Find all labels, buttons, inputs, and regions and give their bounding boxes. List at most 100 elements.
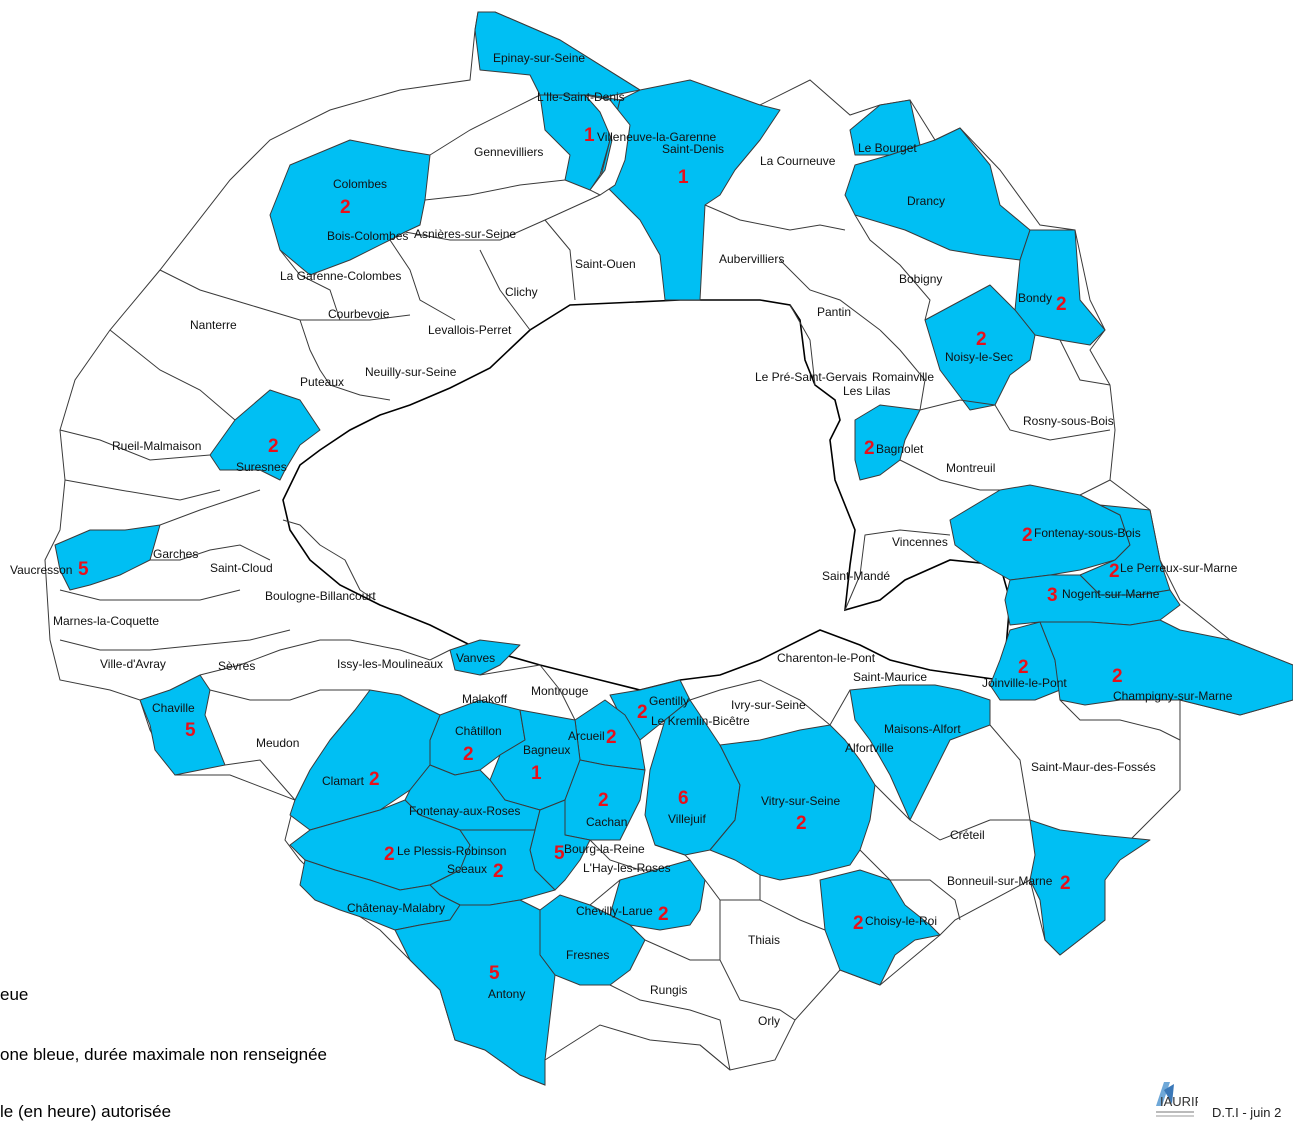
legend-line-zone-bleue: eue (0, 985, 29, 1004)
label-villejuif: Villejuif (668, 812, 706, 826)
duration-vaucresson: 5 (78, 559, 89, 580)
label-pantin: Pantin (817, 305, 851, 319)
label-bonneuil: Bonneuil-sur-Marne (947, 874, 1053, 888)
label-st-mande: Saint-Mandé (822, 569, 890, 583)
commune-labels: Epinay-sur-Seine L'Ile-Saint-Denis Ville… (10, 51, 1238, 1028)
label-le-bourget: Le Bourget (858, 141, 917, 155)
label-suresnes: Suresnes (236, 460, 287, 474)
label-epinay: Epinay-sur-Seine (493, 51, 585, 65)
duration-perreux: 2 (1109, 561, 1120, 582)
label-vaucresson: Vaucresson (10, 563, 72, 577)
label-issy: Issy-les-Moulineaux (337, 657, 443, 671)
label-rungis: Rungis (650, 983, 687, 997)
label-bois-colombes: Bois-Colombes (327, 229, 408, 243)
label-aubervilliers: Aubervilliers (719, 252, 784, 266)
label-marnes: Marnes-la-Coquette (53, 614, 159, 628)
duration-arcueil: 2 (606, 727, 617, 748)
duration-champigny: 2 (1112, 666, 1123, 687)
label-st-cloud: Saint-Cloud (210, 561, 273, 575)
label-st-maur: Saint-Maur-des-Fossés (1031, 760, 1156, 774)
label-vanves: Vanves (456, 651, 495, 665)
label-levallois: Levallois-Perret (428, 323, 512, 337)
duration-fontenay-bois: 2 (1022, 525, 1033, 546)
label-drancy: Drancy (907, 194, 945, 208)
label-fresnes: Fresnes (566, 948, 609, 962)
label-bobigny: Bobigny (899, 272, 942, 286)
duration-bagnolet: 2 (864, 438, 875, 459)
label-gentilly: Gentilly (649, 694, 689, 708)
duration-joinville: 2 (1018, 657, 1029, 678)
duration-noisy: 2 (976, 329, 987, 350)
label-nanterre: Nanterre (190, 318, 237, 332)
label-antony: Antony (488, 987, 525, 1001)
label-chatillon: Châtillon (455, 724, 502, 738)
label-bagnolet: Bagnolet (876, 442, 924, 456)
duration-cachan: 2 (598, 790, 609, 811)
duration-nogent: 3 (1047, 585, 1058, 606)
legend-line-non-renseignee: one bleue, durée maximale non renseignée (0, 1045, 328, 1064)
duration-numbers: 1 1 2 2 2 2 2 2 2 5 3 2 2 5 2 2 2 1 2 2 … (78, 125, 1123, 984)
commune-boundaries (59, 94, 1181, 1071)
logo-text: IAURIF (1160, 1094, 1198, 1109)
label-sceaux: Sceaux (447, 862, 487, 876)
label-neuilly: Neuilly-sur-Seine (365, 365, 457, 379)
duration-bondy: 2 (1056, 294, 1067, 315)
duration-colombes: 2 (340, 197, 351, 218)
label-kremlin: Le Kremlin-Bicêtre (651, 714, 750, 728)
duration-chevilly: 2 (658, 904, 669, 925)
label-st-maurice: Saint-Maurice (853, 670, 927, 684)
label-montreuil: Montreuil (946, 461, 995, 475)
label-joinville: Joinville-le-Pont (982, 676, 1067, 690)
label-romainville: Romainville (872, 370, 934, 384)
label-ville-avray: Ville-d'Avray (100, 657, 166, 671)
label-creteil: Créteil (950, 828, 985, 842)
duration-chaville: 5 (185, 720, 196, 741)
label-rosny: Rosny-sous-Bois (1023, 414, 1114, 428)
duration-bagneux: 1 (531, 763, 542, 784)
label-bondy: Bondy (1018, 291, 1052, 305)
label-cachan: Cachan (586, 815, 627, 829)
credit-text: D.T.I - juin 2 (1212, 1105, 1282, 1120)
label-bagneux: Bagneux (523, 743, 570, 757)
label-chaville: Chaville (152, 701, 195, 715)
label-vincennes: Vincennes (892, 535, 948, 549)
label-arcueil: Arcueil (568, 729, 605, 743)
duration-chatillon: 2 (463, 744, 474, 765)
zone-bleue-communes (54, 11, 1293, 1086)
label-malakoff: Malakoff (462, 692, 508, 706)
label-maisons: Maisons-Alfort (884, 722, 961, 736)
label-chevilly: Chevilly-Larue (576, 904, 653, 918)
label-bourg-reine: Bourg-la-Reine (564, 842, 645, 856)
label-ivry: Ivry-sur-Seine (731, 698, 806, 712)
duration-bourg-reine: 5 (554, 843, 565, 864)
label-villeneuve: Villeneuve-la-Garenne (597, 130, 717, 144)
label-puteaux: Puteaux (300, 375, 344, 389)
seine-river (583, 94, 631, 196)
label-chatenay: Châtenay-Malabry (347, 901, 445, 915)
duration-clamart: 2 (369, 769, 380, 790)
label-champigny: Champigny-sur-Marne (1113, 689, 1233, 703)
label-choisy: Choisy-le-Roi (865, 914, 937, 928)
label-nogent: Nogent-sur-Marne (1062, 587, 1160, 601)
label-plessis: Le Plessis-Robinson (397, 844, 506, 858)
duration-suresnes: 2 (268, 436, 279, 457)
label-courbevoie: Courbevoie (328, 307, 390, 321)
label-la-courneuve: La Courneuve (760, 154, 836, 168)
label-thiais: Thiais (748, 933, 780, 947)
label-charenton: Charenton-le-Pont (777, 651, 876, 665)
label-montrouge: Montrouge (531, 684, 589, 698)
duration-sceaux: 2 (493, 861, 504, 882)
label-pre-st-gervais: Le Pré-Saint-Gervais (755, 370, 867, 384)
duration-ile-st-denis: 1 (584, 125, 595, 146)
label-fontenay-roses: Fontenay-aux-Roses (409, 804, 520, 818)
label-clichy: Clichy (505, 285, 538, 299)
label-gennevilliers: Gennevilliers (474, 145, 543, 159)
duration-vitry: 2 (796, 813, 807, 834)
label-orly: Orly (758, 1014, 780, 1028)
label-la-garenne: La Garenne-Colombes (280, 269, 401, 283)
label-alfortville: Alfortville (845, 741, 894, 755)
duration-plessis: 2 (384, 844, 395, 865)
label-sevres: Sèvres (218, 659, 255, 673)
label-garches: Garches (153, 547, 198, 561)
label-meudon: Meudon (256, 736, 299, 750)
